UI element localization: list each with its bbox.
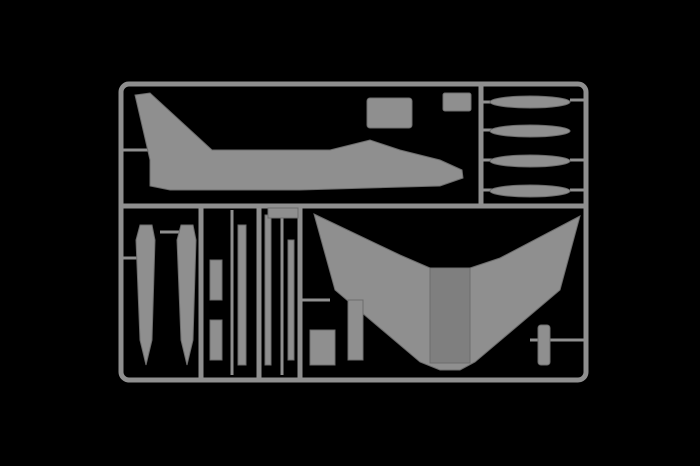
wing-center-detail — [429, 267, 471, 364]
drop-tank — [489, 124, 571, 138]
sprue-part — [366, 97, 413, 129]
sprue-part — [267, 207, 299, 219]
bomb — [135, 224, 156, 366]
sprue-part — [237, 224, 247, 366]
drop-tank — [489, 95, 571, 109]
sprue-part — [209, 319, 223, 361]
drop-tank — [489, 184, 571, 198]
sprue-part — [442, 92, 472, 112]
sprue-part — [209, 259, 223, 301]
sprue-part — [287, 239, 295, 361]
sprue-part — [537, 324, 551, 366]
bomb — [176, 224, 197, 366]
fuselage-half — [134, 92, 464, 191]
drop-tank — [489, 154, 571, 168]
sprue-frame — [118, 81, 589, 383]
sprue-part — [264, 214, 272, 366]
sprue-part — [309, 329, 336, 366]
sprue-part — [347, 299, 364, 361]
